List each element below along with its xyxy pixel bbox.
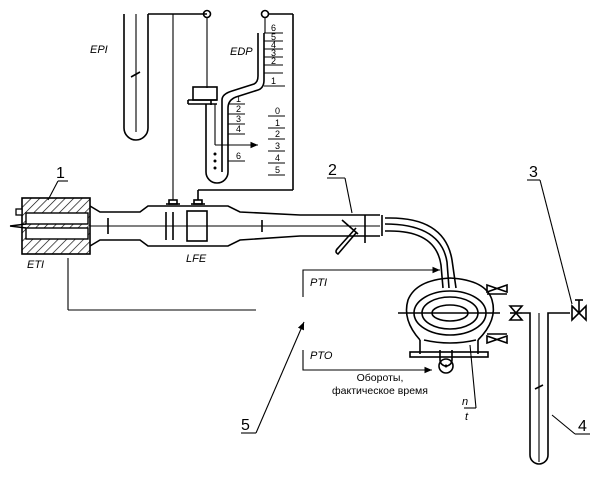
callout-1 — [47, 180, 68, 201]
scale-mark: 1 — [271, 76, 276, 86]
scale-mark: 2 — [275, 129, 280, 139]
main-duct — [89, 205, 383, 255]
callout-1-number: 1 — [56, 165, 65, 182]
epi-pressure-gauge — [123, 13, 207, 200]
scale-mark: 6 — [271, 23, 276, 33]
scale-mark: 1 — [236, 94, 241, 104]
callout-2 — [327, 177, 353, 214]
callout-5 — [241, 321, 305, 434]
caption-line-2: фактическое время — [332, 385, 428, 397]
signal-lines — [67, 258, 477, 409]
scale-mark: 5 — [275, 165, 280, 175]
t-label: t — [465, 411, 469, 423]
edp-left-scale: 1 2 3 4 6 — [236, 94, 241, 161]
pressure-taps — [166, 199, 205, 205]
edp-label: EDP — [230, 46, 253, 58]
scale-mark: 3 — [236, 114, 241, 124]
lfe-label: LFE — [186, 253, 207, 265]
curved-pipe — [384, 217, 457, 289]
edp-right-scale: 0 1 2 3 4 5 — [275, 106, 280, 175]
scale-mark: 4 — [275, 153, 280, 163]
callout-3 — [527, 179, 573, 305]
callout-4-number: 4 — [578, 418, 587, 435]
scale-mark: 1 — [275, 118, 280, 128]
lfe-flow-element — [186, 210, 208, 242]
scale-mark: 0 — [275, 106, 280, 116]
scale-mark: 6 — [236, 151, 241, 161]
scale-mark: 5 — [271, 32, 276, 42]
scale-mark: 3 — [275, 141, 280, 151]
epi-label: EPI — [90, 44, 108, 56]
n-label: n — [462, 396, 468, 408]
scale-mark: 4 — [271, 40, 276, 50]
scale-mark: 2 — [271, 56, 276, 66]
scale-mark: 4 — [236, 124, 241, 134]
pto-label: PTO — [310, 350, 333, 362]
heat-exchanger — [398, 277, 524, 374]
scale-mark: 3 — [271, 48, 276, 58]
scale-mark: 2 — [236, 104, 241, 114]
pti-label: PTI — [310, 277, 327, 289]
callout-5-number: 5 — [241, 417, 250, 434]
caption-line-1: Обороты, — [357, 372, 404, 384]
callout-4 — [551, 414, 590, 435]
edp-differential-gauge — [187, 9, 294, 200]
eti-label: ETI — [27, 259, 44, 271]
eti-inlet-heater — [9, 197, 91, 255]
callout-3-number: 3 — [529, 164, 538, 181]
callout-2-number: 2 — [328, 162, 337, 179]
outlet-manometer — [522, 299, 587, 465]
edp-upper-scale: 6 5 4 3 2 1 — [271, 23, 276, 86]
